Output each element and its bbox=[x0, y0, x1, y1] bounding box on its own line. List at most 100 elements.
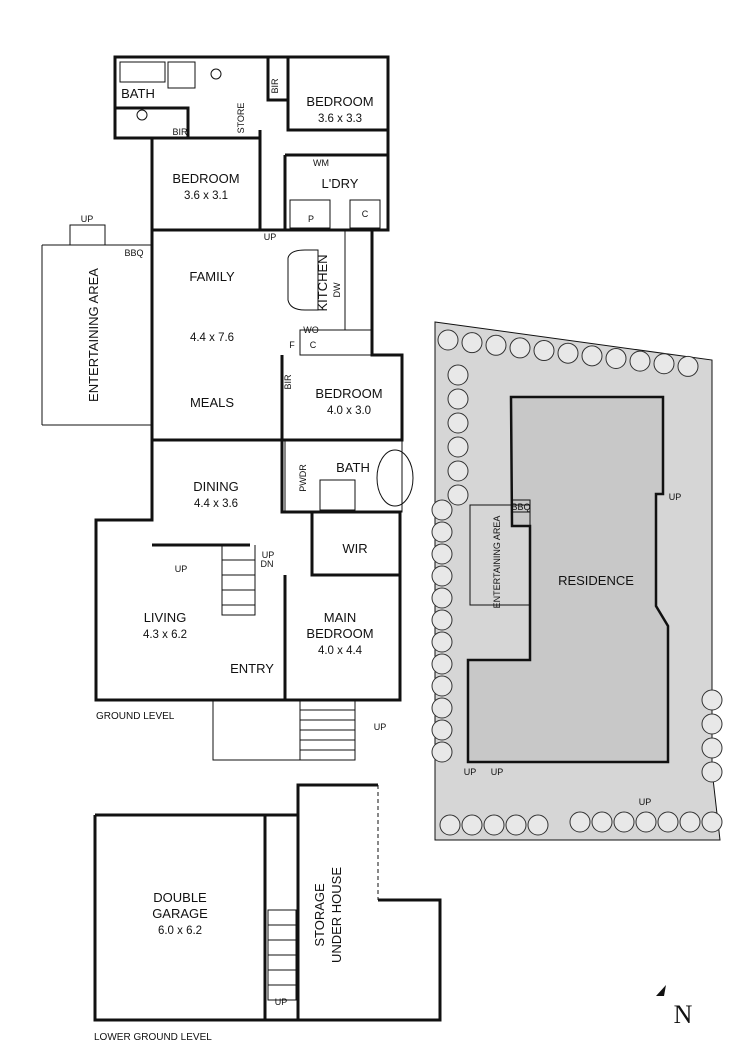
up-family-label: UP bbox=[264, 232, 277, 242]
tree-symbol bbox=[431, 675, 453, 697]
garage-size: 6.0 x 6.2 bbox=[158, 925, 202, 937]
tree-symbol bbox=[527, 814, 549, 836]
site-entertaining-area bbox=[469, 504, 531, 606]
family-label: FAMILY bbox=[189, 269, 235, 284]
site-up-label-3: UP bbox=[491, 767, 504, 777]
garage-label-1: DOUBLE bbox=[153, 890, 207, 905]
site-plan: RESIDENCE ENTERTAINING AREA BBQ UP UP UP… bbox=[431, 321, 723, 841]
dw-label: DW bbox=[332, 282, 342, 297]
living-size: 4.3 x 6.2 bbox=[143, 629, 187, 641]
dn-stair-label: DN bbox=[261, 559, 274, 569]
tree-symbol bbox=[701, 713, 723, 735]
kitchen-label: KITCHEN bbox=[315, 254, 330, 311]
tree-symbol bbox=[431, 499, 453, 521]
tree-symbol bbox=[431, 653, 453, 675]
tree-symbol bbox=[447, 412, 469, 434]
tree-symbol bbox=[485, 334, 507, 356]
entry-label: ENTRY bbox=[230, 661, 274, 676]
ground-level-label: GROUND LEVEL bbox=[96, 711, 175, 722]
site-trees bbox=[431, 329, 723, 836]
tree-symbol bbox=[447, 436, 469, 458]
shower bbox=[167, 61, 196, 89]
tree-symbol bbox=[505, 814, 527, 836]
tree-symbol bbox=[701, 811, 723, 833]
dining-label: DINING bbox=[193, 479, 239, 494]
storage-label-1: STORAGE bbox=[312, 883, 327, 947]
residence-label: RESIDENCE bbox=[558, 573, 634, 588]
bedroom-ne-label: BEDROOM bbox=[306, 94, 373, 109]
tree-symbol bbox=[581, 345, 603, 367]
bath-mid-label: BATH bbox=[336, 460, 370, 475]
stair-ground bbox=[221, 545, 256, 616]
stair-treads bbox=[222, 559, 255, 606]
meals-label: MEALS bbox=[190, 395, 234, 410]
tree-symbol bbox=[439, 814, 461, 836]
bath-mid-tub bbox=[376, 449, 414, 507]
site-bbq-label: BBQ bbox=[511, 502, 530, 512]
tree-symbol bbox=[557, 342, 579, 364]
tree-symbol bbox=[431, 565, 453, 587]
cupboard-label: C bbox=[362, 209, 369, 219]
bbq-label: BBQ bbox=[124, 248, 143, 258]
garage-label-2: GARAGE bbox=[152, 906, 208, 921]
north-arrow-icon bbox=[656, 985, 666, 996]
tree-symbol bbox=[533, 340, 555, 362]
bedroom-nw-label: BEDROOM bbox=[172, 171, 239, 186]
tree-symbol bbox=[431, 543, 453, 565]
lower-ground-level-plan: DOUBLE GARAGE 6.0 x 6.2 STORAGE UNDER HO… bbox=[93, 783, 442, 1043]
site-up-label-1: UP bbox=[669, 492, 682, 502]
tree-symbol bbox=[679, 811, 701, 833]
tree-symbol bbox=[437, 329, 459, 351]
tree-symbol bbox=[653, 353, 675, 375]
kitchen-island bbox=[287, 249, 319, 311]
site-up-label-4: UP bbox=[639, 797, 652, 807]
tree-symbol bbox=[701, 737, 723, 759]
entry-porch bbox=[212, 700, 301, 761]
site-up-label-2: UP bbox=[464, 767, 477, 777]
lower-level-outer-wall bbox=[93, 815, 442, 1022]
entertaining-label: ENTERTAINING AREA bbox=[86, 268, 101, 402]
wm-label: WM bbox=[313, 158, 329, 168]
pantry-box bbox=[289, 199, 331, 229]
bathtub bbox=[119, 61, 166, 83]
tree-symbol bbox=[447, 388, 469, 410]
tree-symbol bbox=[605, 347, 627, 369]
tree-symbol bbox=[431, 587, 453, 609]
lower-level-top-wall bbox=[95, 783, 378, 817]
main-bedroom-label-2: BEDROOM bbox=[306, 626, 373, 641]
tree-symbol bbox=[461, 332, 483, 354]
up-front-label: UP bbox=[374, 722, 387, 732]
bedroom-nw-size: 3.6 x 3.1 bbox=[184, 190, 228, 202]
bedroom-mid-size: 4.0 x 3.0 bbox=[327, 405, 371, 417]
ground-level-outer-wall bbox=[94, 55, 404, 702]
tree-symbol bbox=[431, 631, 453, 653]
tree-symbol bbox=[613, 811, 635, 833]
store-wall bbox=[266, 57, 288, 102]
bath-mid-shower bbox=[319, 479, 356, 511]
tree-symbol bbox=[431, 697, 453, 719]
tree-symbol bbox=[657, 811, 679, 833]
tree-symbol bbox=[509, 337, 531, 359]
laundry-label: L'DRY bbox=[322, 176, 359, 191]
wo-label: WO bbox=[303, 325, 319, 335]
up-north-label: UP bbox=[81, 214, 94, 224]
pwdr-label: PWDR bbox=[298, 464, 308, 492]
tree-symbol bbox=[635, 811, 657, 833]
bir-1-label: BIR bbox=[172, 127, 188, 137]
wir-label: WIR bbox=[342, 541, 367, 556]
f-label: F bbox=[289, 340, 295, 350]
tree-symbol bbox=[701, 689, 723, 711]
living-label: LIVING bbox=[144, 610, 187, 625]
dining-size: 4.4 x 3.6 bbox=[194, 498, 238, 510]
bath-top-label: BATH bbox=[121, 86, 155, 101]
store-label: STORE bbox=[236, 103, 246, 134]
main-bedroom-size: 4.0 x 4.4 bbox=[318, 645, 363, 657]
bir-3-label: BIR bbox=[283, 374, 293, 390]
site-bbq-box bbox=[511, 499, 531, 513]
tree-symbol bbox=[431, 719, 453, 741]
ground-level-plan: BATH BIR STORE BIR BEDROOM 3.6 x 3.3 BED… bbox=[41, 55, 414, 761]
bedroom-ne-size: 3.6 x 3.3 bbox=[318, 113, 362, 125]
bath-wall bbox=[113, 57, 190, 138]
bir-2-label: BIR bbox=[270, 78, 280, 94]
